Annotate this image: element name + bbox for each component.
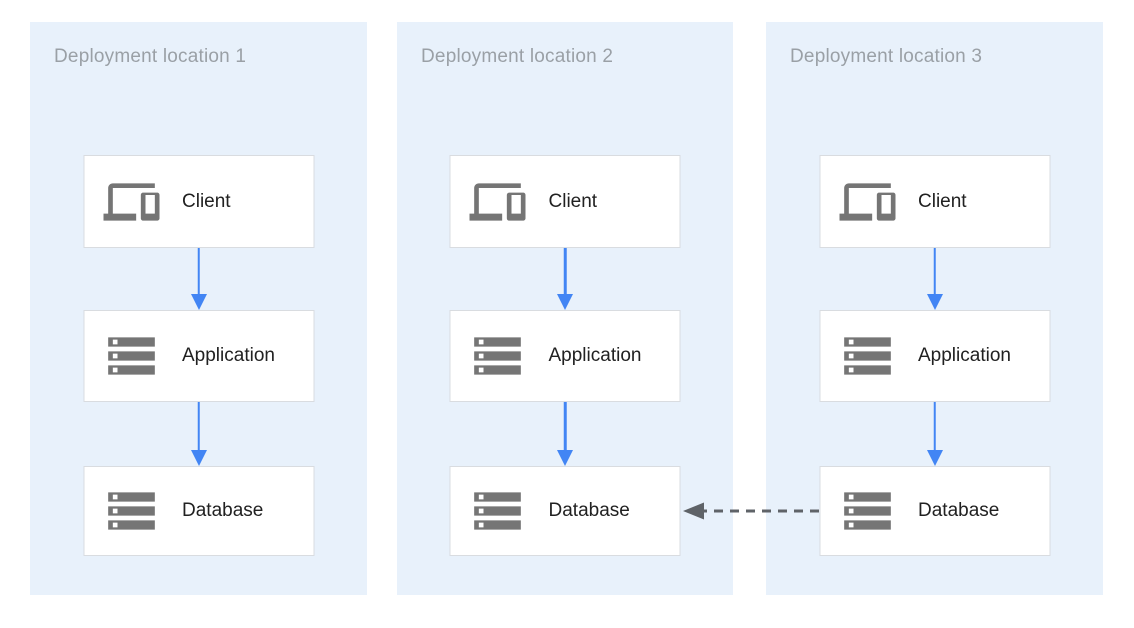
database-node: Database [83, 466, 314, 556]
node-label: Database [548, 500, 630, 521]
application-node: Application [449, 310, 681, 402]
server-stack-icon [470, 483, 526, 539]
arrow-client-to-application [191, 248, 207, 310]
arrow-application-to-database [191, 402, 207, 466]
arrow-application-to-database [927, 402, 943, 466]
panel-title: Deployment location 3 [790, 46, 983, 67]
arrow-client-to-application [557, 248, 573, 310]
node-label: Application [182, 345, 275, 366]
server-stack-icon [839, 483, 895, 539]
database-node: Database [819, 466, 1050, 556]
node-label: Application [548, 345, 642, 366]
devices-icon [103, 174, 159, 230]
arrow-client-to-application [927, 248, 943, 310]
deployment-location-2-panel: Deployment location 2 Client Application… [397, 22, 733, 595]
arrow-application-to-database [557, 402, 573, 466]
server-stack-icon [470, 328, 526, 384]
panel-title: Deployment location 1 [54, 46, 247, 67]
node-label: Application [918, 345, 1011, 366]
node-label: Database [182, 500, 264, 521]
application-node: Application [819, 310, 1050, 402]
panel-title: Deployment location 2 [421, 46, 614, 67]
server-stack-icon [103, 483, 159, 539]
node-label: Client [182, 190, 231, 212]
node-label: Client [548, 190, 598, 212]
application-node: Application [83, 310, 314, 402]
client-node: Client [449, 155, 681, 248]
server-stack-icon [103, 328, 159, 384]
client-node: Client [819, 155, 1050, 248]
deployment-location-3-panel: Deployment location 3 Client Application… [766, 22, 1103, 595]
deployment-location-1-panel: Deployment location 1 Client Application… [30, 22, 367, 595]
node-label: Database [918, 500, 1000, 521]
database-node: Database [449, 466, 681, 556]
server-stack-icon [839, 328, 895, 384]
client-node: Client [83, 155, 314, 248]
devices-icon [469, 174, 526, 230]
node-label: Client [918, 190, 967, 212]
devices-icon [839, 174, 895, 230]
